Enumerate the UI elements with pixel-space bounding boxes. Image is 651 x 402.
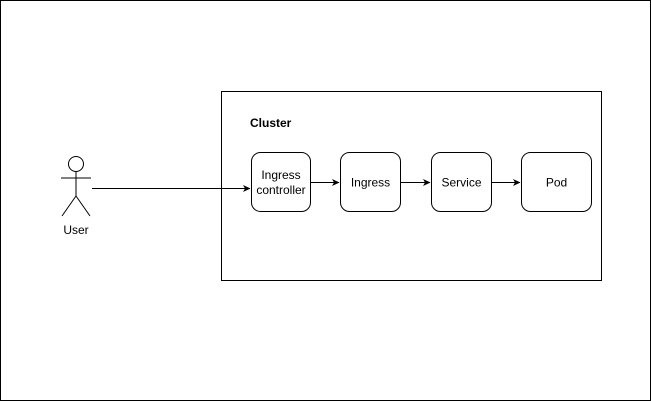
node-service[interactable]: Service: [431, 152, 492, 212]
node-ingress-controller-label-line2: controller: [256, 183, 305, 197]
cluster-title: Cluster: [250, 116, 292, 130]
node-service-label: Service: [441, 176, 481, 190]
node-pod[interactable]: Pod: [521, 152, 592, 212]
node-ingress-controller-label-line1: Ingress: [261, 168, 300, 182]
node-pod-label: Pod: [546, 176, 567, 190]
node-ingress[interactable]: Ingress: [340, 152, 401, 212]
node-ingress-controller[interactable]: Ingress controller: [251, 152, 311, 212]
user-label: User: [63, 223, 88, 237]
user-actor-icon: [61, 156, 91, 217]
node-ingress-label: Ingress: [351, 176, 390, 190]
